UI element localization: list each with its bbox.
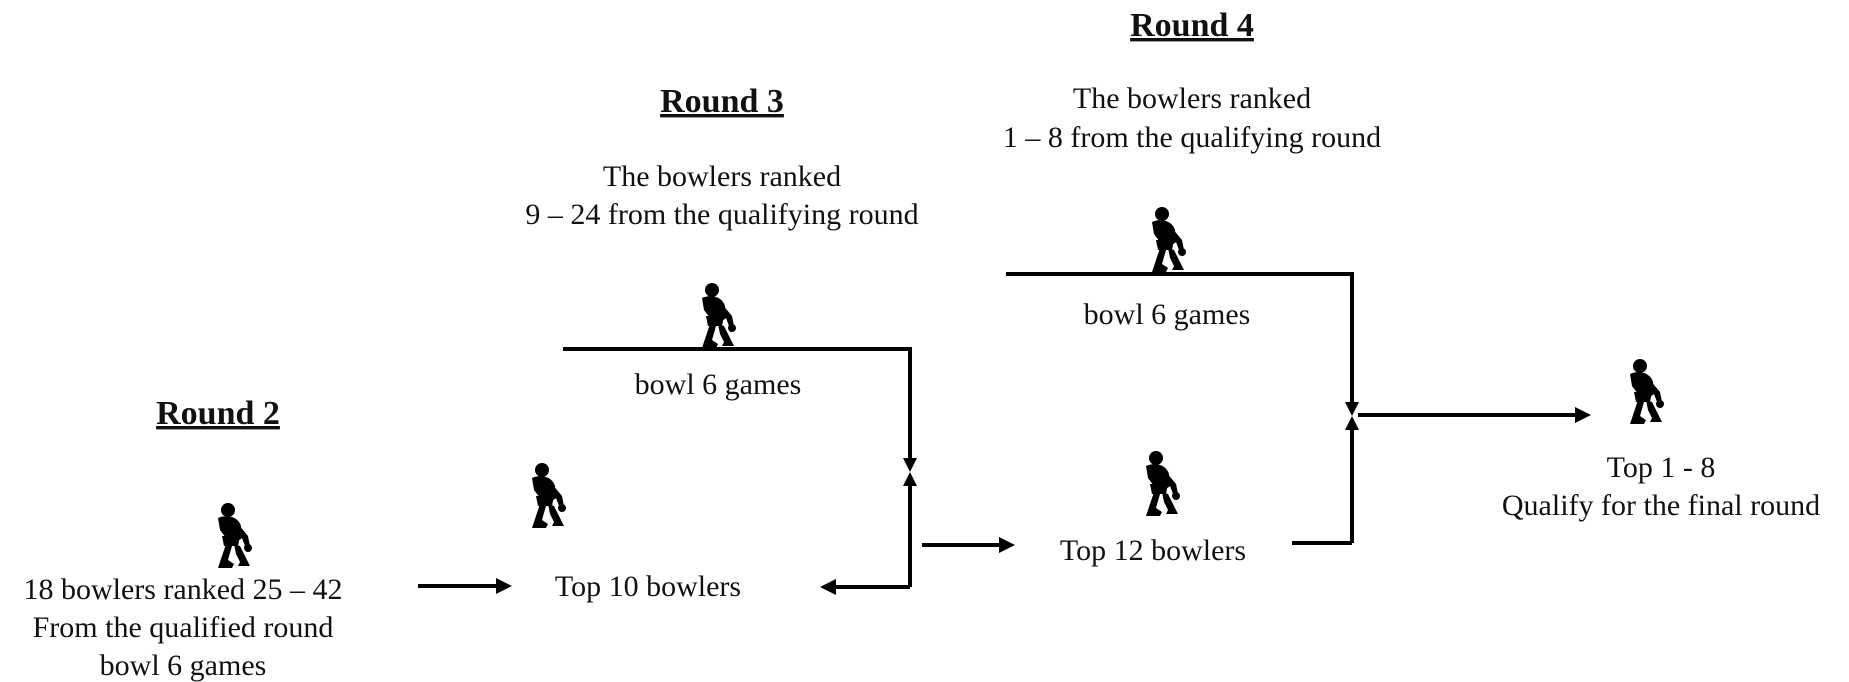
round2-section: Round 2 18 bowlers ranked 25 – 42 From t… — [23, 395, 342, 682]
bowler-icon — [1146, 451, 1180, 516]
round3-games-label: bowl 6 games — [635, 368, 802, 401]
final-section: Top 1 - 8 Qualify for the final round — [1502, 359, 1820, 522]
round4-advance-label: Top 12 bowlers — [1060, 534, 1246, 567]
bowler-icon — [1152, 207, 1186, 272]
round4-description-line1: The bowlers ranked — [1073, 82, 1311, 115]
round4-section: Round 4 The bowlers ranked 1 – 8 from th… — [1003, 7, 1381, 567]
arrow-icon — [1358, 407, 1591, 423]
arrow-icon — [418, 578, 512, 594]
round4-bracket-connector — [1292, 274, 1359, 545]
arrow-icon — [922, 537, 1015, 553]
bowler-icon — [1630, 359, 1664, 424]
final-description-line2: Qualify for the final round — [1502, 489, 1820, 522]
round3-description-line1: The bowlers ranked — [603, 160, 841, 193]
final-description-line1: Top 1 - 8 — [1607, 451, 1716, 484]
round2-description-line2: From the qualified round — [33, 611, 334, 644]
round3-result-label: Top 10 bowlers — [555, 570, 741, 603]
round2-description-line3: bowl 6 games — [100, 649, 267, 682]
round3-description-line2: 9 – 24 from the qualifying round — [525, 198, 918, 231]
bowler-icon — [702, 283, 736, 348]
round3-heading: Round 3 — [660, 83, 784, 120]
bowler-icon — [532, 463, 566, 528]
round3-bracket-connector — [820, 349, 917, 595]
round3-section: Round 3 The bowlers ranked 9 – 24 from t… — [525, 83, 918, 603]
round4-heading: Round 4 — [1130, 7, 1254, 44]
round4-description-line2: 1 – 8 from the qualifying round — [1003, 121, 1381, 154]
bowler-icon — [218, 503, 252, 568]
round2-description-line1: 18 bowlers ranked 25 – 42 — [23, 573, 342, 606]
round4-games-label: bowl 6 games — [1084, 298, 1251, 331]
round2-heading: Round 2 — [156, 395, 280, 432]
